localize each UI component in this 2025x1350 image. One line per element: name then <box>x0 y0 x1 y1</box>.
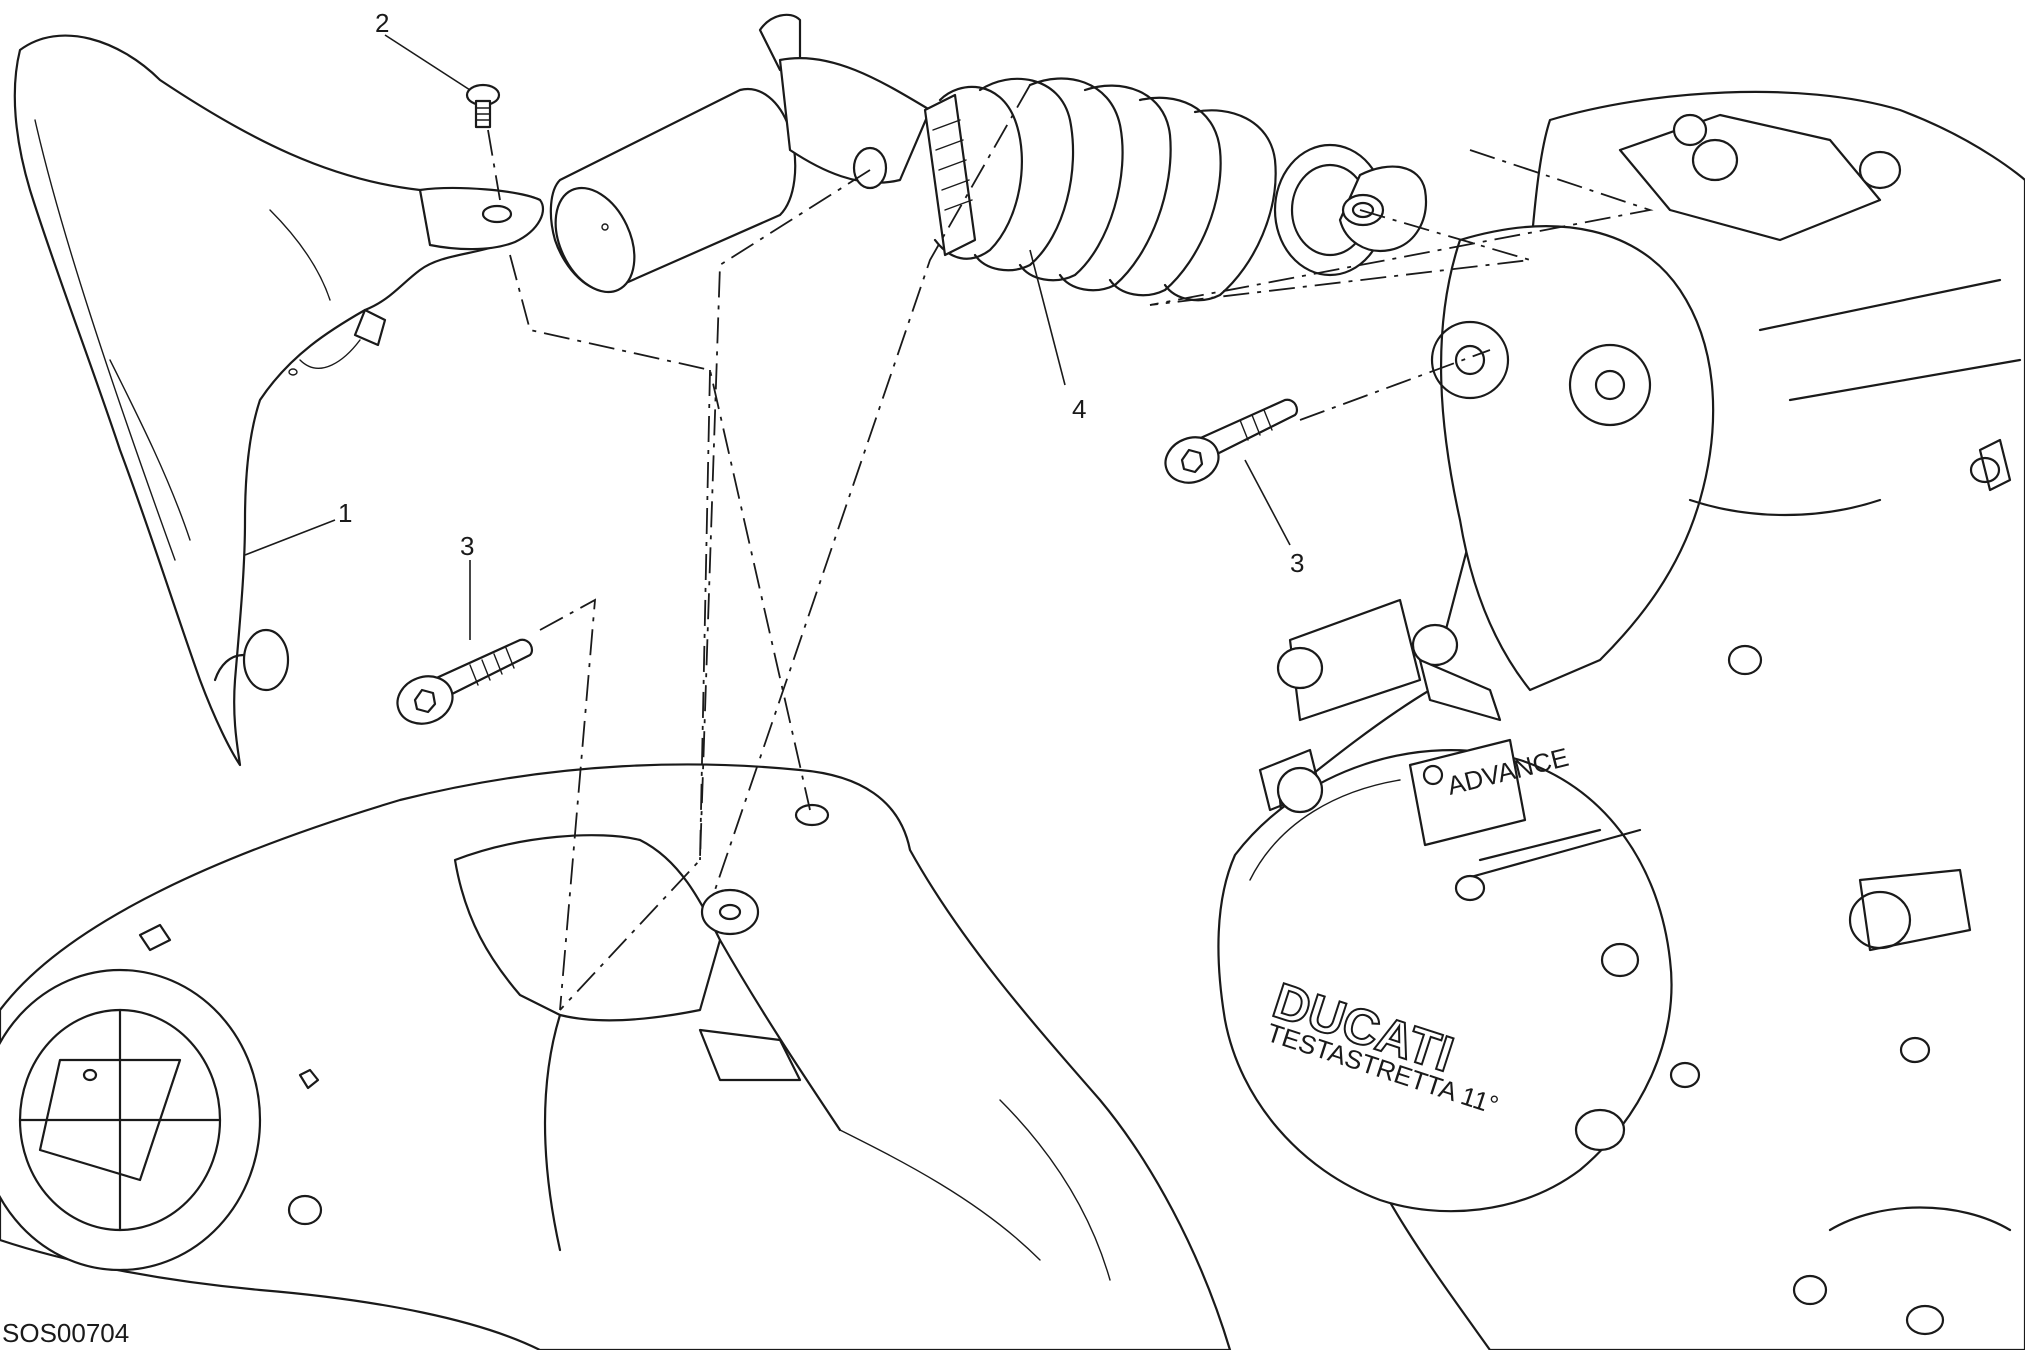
mudguard-part <box>13 34 545 767</box>
assembly-lines <box>487 84 1654 1011</box>
engine-part: ADVANCE DUCATI TESTASTRETTA 11° <box>1217 90 2025 1350</box>
callout-1: 1 <box>338 498 352 528</box>
drawing-code: SOS00704 <box>2 1318 130 1348</box>
swingarm-part <box>0 763 1232 1350</box>
callout-2: 2 <box>375 8 389 38</box>
shock-absorber-part <box>549 13 1428 302</box>
bolt-part-3-right <box>1164 398 1299 484</box>
screw-part-2 <box>465 83 501 129</box>
callout-3-left: 3 <box>460 531 474 561</box>
callout-leaders <box>244 34 1291 640</box>
callout-3-right: 3 <box>1290 548 1304 578</box>
callout-4: 4 <box>1072 394 1086 424</box>
bolt-part-3-left <box>396 638 534 725</box>
